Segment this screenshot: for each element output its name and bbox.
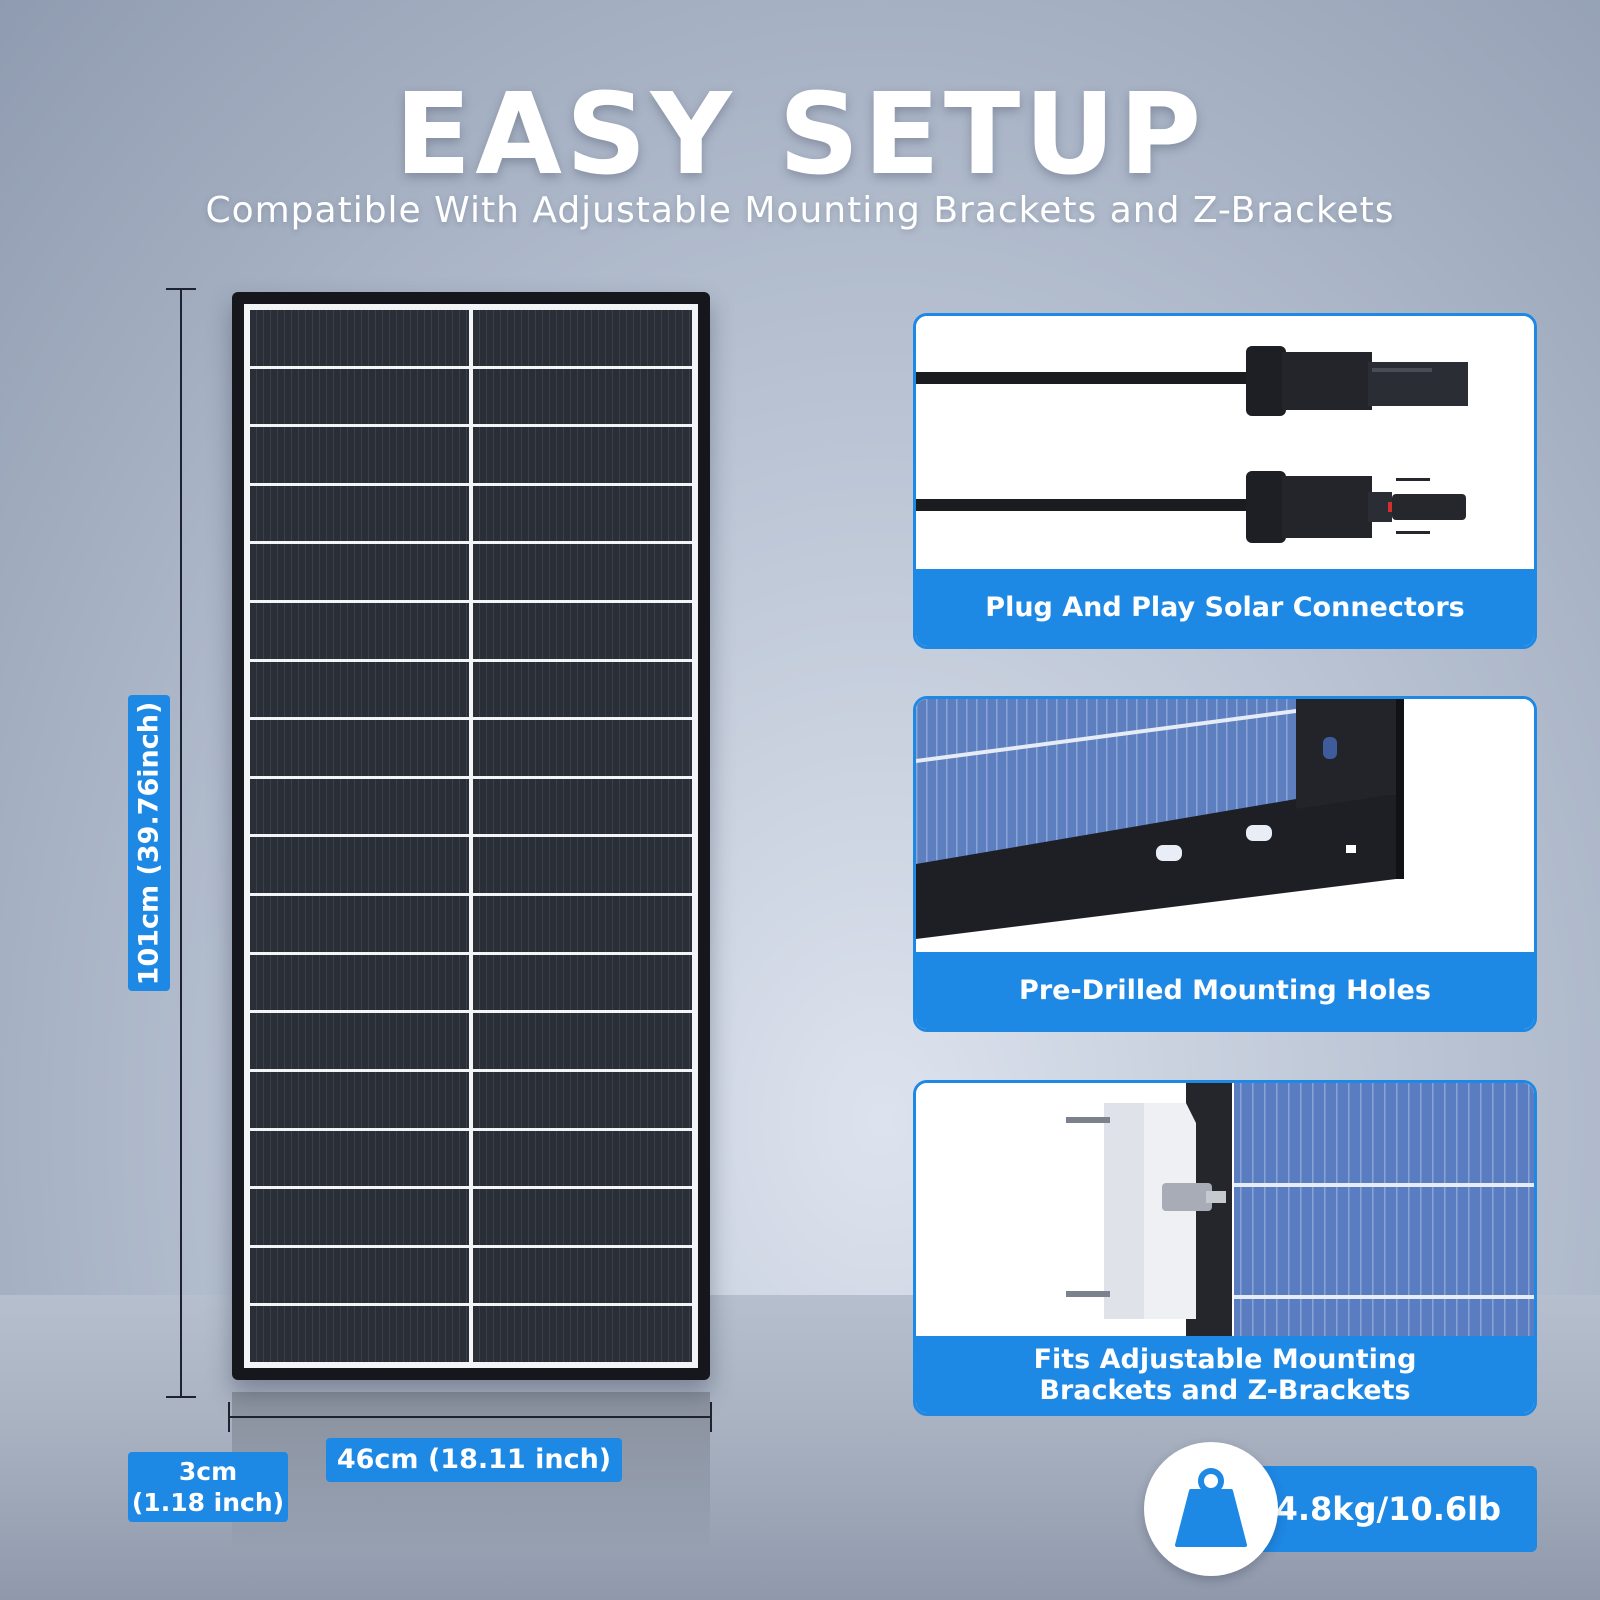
solar-panel-cells: [244, 304, 698, 1368]
solar-cell-row: [473, 778, 692, 835]
solar-cell-row: [473, 954, 692, 1011]
depth-dimension-line1: 3cm: [178, 1457, 238, 1486]
solar-cell-row: [473, 368, 692, 425]
depth-dimension-line2: (1.18 inch): [131, 1488, 285, 1517]
solar-cell-row: [473, 544, 692, 601]
page-subtitle: Compatible With Adjustable Mounting Brac…: [205, 190, 1395, 231]
cells-column-left: [250, 310, 469, 1362]
brackets-label-line2: Brackets and Z-Brackets: [1039, 1374, 1411, 1406]
solar-panel-frame: [232, 292, 710, 1380]
connectors-label: Plug And Play Solar Connectors: [916, 569, 1534, 646]
solar-cell-row: [250, 485, 469, 542]
brackets-image: [916, 1083, 1534, 1339]
solar-cell-row: [250, 368, 469, 425]
mounting-holes-illustration: [916, 699, 1404, 939]
solar-cell-row: [250, 720, 469, 776]
solar-cell-row: [250, 896, 469, 952]
solar-cell-row: [473, 837, 692, 894]
solar-cell-row: [473, 1306, 692, 1362]
mounting-holes-label: Pre-Drilled Mounting Holes: [916, 952, 1534, 1029]
solar-cell-row: [473, 896, 692, 952]
solar-cell-row: [473, 1071, 692, 1128]
brackets-label-line1: Fits Adjustable Mounting: [1033, 1343, 1417, 1375]
solar-cell-row: [473, 310, 692, 366]
solar-cell-row: [473, 1013, 692, 1069]
solar-cell-row: [250, 1130, 469, 1187]
solar-cell-row: [250, 310, 469, 366]
feature-card-connectors: Plug And Play Solar Connectors: [913, 313, 1537, 649]
solar-cell-row: [250, 1013, 469, 1069]
solar-cell-row: [473, 427, 692, 483]
width-dimension-line: [228, 1416, 712, 1418]
solar-cell-row: [473, 661, 692, 718]
solar-cell-row: [250, 661, 469, 718]
solar-cell-row: [250, 1247, 469, 1304]
solar-cell-row: [250, 544, 469, 601]
solar-cell-row: [473, 720, 692, 776]
solar-cell-row: [250, 837, 469, 894]
feature-card-brackets: Fits Adjustable Mounting Brackets and Z-…: [913, 1080, 1537, 1416]
height-dimension-cap-bottom: [166, 1396, 196, 1398]
cells-column-right: [473, 310, 692, 1362]
solar-cell-row: [473, 485, 692, 542]
height-dimension-text: 101cm (39.76inch): [133, 701, 165, 985]
brackets-label: Fits Adjustable Mounting Brackets and Z-…: [916, 1336, 1534, 1413]
connector-cable-illustration: [916, 346, 1468, 543]
depth-dimension-label: 3cm (1.18 inch): [128, 1452, 288, 1522]
mounting-holes-image: [916, 699, 1534, 955]
solar-cell-row: [250, 603, 469, 659]
height-dimension-cap-top: [166, 288, 196, 290]
solar-cell-row: [250, 1189, 469, 1245]
solar-cell-row: [250, 954, 469, 1011]
solar-panel-image: [232, 292, 710, 1380]
height-dimension-label: 101cm (39.76inch): [128, 695, 170, 991]
width-dimension-cap-left: [228, 1402, 230, 1432]
solar-cell-row: [250, 1071, 469, 1128]
width-dimension-cap-right: [710, 1402, 712, 1432]
solar-cell-row: [473, 1130, 692, 1187]
solar-cell-row: [250, 427, 469, 483]
feature-card-mounting-holes: Pre-Drilled Mounting Holes: [913, 696, 1537, 1032]
height-dimension-line: [180, 288, 182, 1398]
connectors-image: [916, 316, 1534, 572]
solar-cell-row: [473, 1189, 692, 1245]
weight-badge: [1144, 1442, 1278, 1576]
z-bracket-illustration: [1066, 1083, 1534, 1339]
solar-cell-row: [250, 1306, 469, 1362]
solar-cell-row: [473, 603, 692, 659]
solar-cell-row: [250, 778, 469, 835]
weight-icon: [1175, 1468, 1247, 1547]
page-title: EASY SETUP: [394, 70, 1206, 200]
width-dimension-label: 46cm (18.11 inch): [326, 1438, 622, 1482]
solar-cell-row: [473, 1247, 692, 1304]
